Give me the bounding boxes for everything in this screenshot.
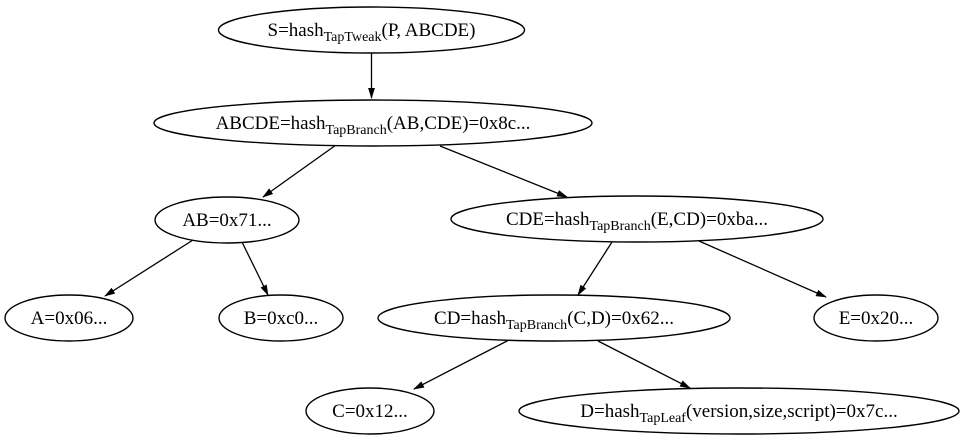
node-s-label: S=hashTapTweak(P, ABCDE) xyxy=(268,20,476,45)
node-d-ellipse xyxy=(518,387,960,435)
node-ab-label: AB=0x71... xyxy=(182,210,271,231)
node-cde: CDE=hashTapBranch(E,CD)=0xba... xyxy=(450,195,824,243)
node-d-label: D=hashTapLeaf(version,size,script)=0x7c.… xyxy=(580,401,897,426)
node-e: E=0x20... xyxy=(813,294,939,342)
node-cd: CD=hashTapBranch(C,D)=0x62... xyxy=(377,294,731,342)
node-c: C=0x12... xyxy=(305,387,435,435)
edge-cd-d xyxy=(597,340,691,389)
node-b: B=0xc0... xyxy=(218,294,344,342)
node-b-ellipse xyxy=(218,294,344,342)
node-ab: AB=0x71... xyxy=(154,196,300,244)
node-s: S=hashTapTweak(P, ABCDE) xyxy=(217,6,526,54)
node-a-label: A=0x06... xyxy=(31,308,108,329)
edges xyxy=(104,53,827,390)
node-s-ellipse xyxy=(217,6,526,54)
node-a: A=0x06... xyxy=(4,294,134,342)
node-c-ellipse xyxy=(305,387,435,435)
node-cd-label: CD=hashTapBranch(C,D)=0x62... xyxy=(434,308,674,333)
node-e-ellipse xyxy=(813,294,939,342)
node-a-ellipse xyxy=(4,294,134,342)
edge-cde-cd xyxy=(577,241,613,296)
node-d: D=hashTapLeaf(version,size,script)=0x7c.… xyxy=(518,387,960,435)
node-ab-ellipse xyxy=(154,196,300,244)
edge-cde-e xyxy=(698,240,827,298)
node-b-label: B=0xc0... xyxy=(244,308,319,329)
node-cde-label: CDE=hashTapBranch(E,CD)=0xba... xyxy=(506,209,768,234)
edge-cd-c xyxy=(413,339,510,390)
node-abcde-ellipse xyxy=(153,99,593,147)
edge-abcde-ab xyxy=(262,144,337,198)
node-cd-ellipse xyxy=(377,294,731,342)
node-abcde: ABCDE=hashTapBranch(AB,CDE)=0x8c... xyxy=(153,99,593,147)
edge-abcde-cde xyxy=(439,145,568,198)
node-cde-ellipse xyxy=(450,195,824,243)
node-abcde-label: ABCDE=hashTapBranch(AB,CDE)=0x8c... xyxy=(216,113,531,138)
edge-ab-b xyxy=(241,241,269,296)
edge-ab-a xyxy=(104,239,194,297)
node-c-label: C=0x12... xyxy=(332,401,408,422)
node-e-label: E=0x20... xyxy=(839,308,914,329)
